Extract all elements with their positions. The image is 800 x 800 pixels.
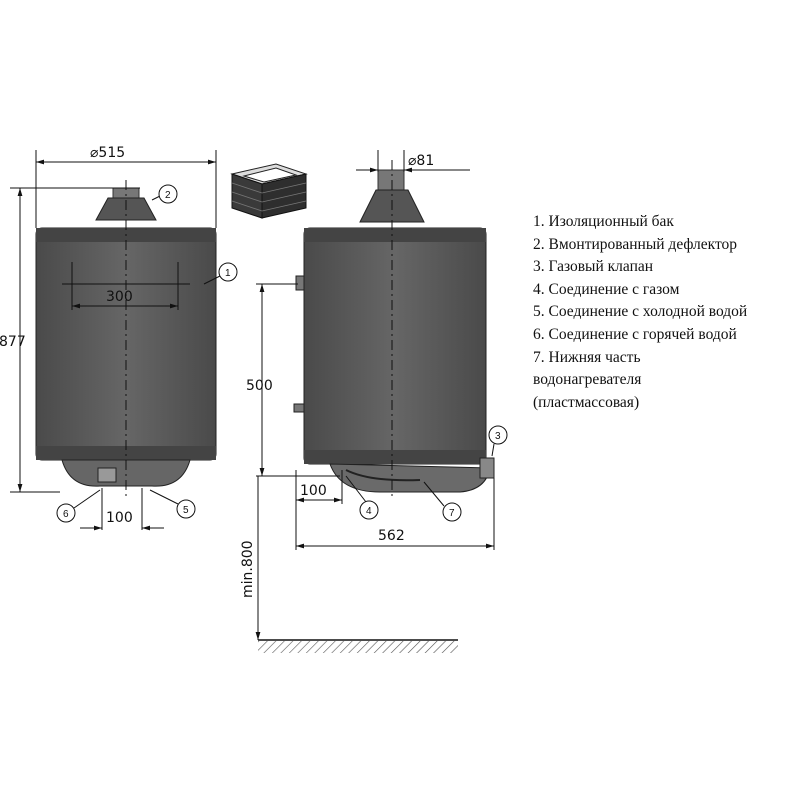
side-gas-valve <box>479 457 495 479</box>
side-500-label: 500 <box>246 378 273 394</box>
parts-legend: 1. Изоляционный бак 2. Вмонтированный де… <box>533 211 798 414</box>
callouts: 2 1 6 5 3 4 7 <box>56 184 508 523</box>
callout-2 <box>158 184 178 204</box>
legend-item-7-cont: водонагревателя <box>533 371 642 389</box>
callout-3 <box>488 425 508 445</box>
front-valve <box>97 467 117 483</box>
callout-5-text: 5 <box>183 505 189 516</box>
legend-item-3: 3. Газовый клапан <box>533 258 654 276</box>
front-100-label: 100 <box>106 510 133 526</box>
side-tank-bottom-band <box>304 450 486 464</box>
callout-3-text: 3 <box>495 431 501 442</box>
front-width-label: ⌀515 <box>90 145 125 161</box>
callout-1-leader <box>203 275 221 285</box>
callout-7 <box>442 502 462 522</box>
legend-item-7-note: (пластмассовая) <box>533 393 640 411</box>
front-bottom-base <box>61 459 191 487</box>
front-view: 300 ⌀515 877 100 <box>0 145 217 531</box>
callout-4-leader <box>345 475 367 503</box>
side-tank-body <box>303 227 487 465</box>
side-tank-top-band <box>304 228 486 242</box>
side-bottom-base <box>329 463 491 493</box>
legend-item-7: 7. Нижняя часть <box>533 348 641 366</box>
chimney-right-face <box>261 173 307 219</box>
side-view: ⌀81 500 100 562 min.800 <box>240 150 495 653</box>
callout-5-leader <box>149 489 179 505</box>
callout-4 <box>359 500 379 520</box>
callout-6-leader <box>73 489 101 509</box>
front-tank-bottom-band <box>36 446 216 460</box>
side-100-label: 100 <box>300 483 327 499</box>
side-562-label: 562 <box>378 528 405 544</box>
clearance-label: min.800 <box>240 540 256 598</box>
legend-item-6: 6. Соединение с горячей водой <box>533 325 737 343</box>
side-bracket-top <box>295 275 305 291</box>
callout-2-leader <box>151 195 161 201</box>
callout-1 <box>218 262 238 282</box>
callout-2-text: 2 <box>165 190 171 201</box>
callout-1-text: 1 <box>225 268 231 279</box>
legend-item-1: 1. Изоляционный бак <box>533 213 674 230</box>
ground-hatch <box>258 641 458 653</box>
callout-5 <box>176 499 196 519</box>
side-gas-pipe <box>345 469 421 482</box>
chimney-brick-lines <box>231 182 307 212</box>
legend-item-2: 2. Вмонтированный дефлектор <box>533 235 738 253</box>
front-300-label: 300 <box>106 289 133 305</box>
callout-3-leader <box>491 443 495 457</box>
side-flue-label: ⌀81 <box>408 153 434 169</box>
callout-6-text: 6 <box>63 509 69 520</box>
front-height-label: 877 <box>0 334 26 350</box>
chimney-sketch <box>230 163 308 219</box>
side-flue-pipe <box>377 169 405 191</box>
callout-6 <box>56 503 76 523</box>
callout-4-text: 4 <box>366 506 372 517</box>
callout-7-text: 7 <box>449 508 455 519</box>
callout-7-leader <box>423 481 445 507</box>
side-bracket-bottom <box>293 403 305 413</box>
legend-item-4: 4. Соединение с газом <box>533 280 680 298</box>
chimney-opening <box>242 167 298 183</box>
legend-item-5: 5. Соединение с холодной водой <box>533 303 748 321</box>
